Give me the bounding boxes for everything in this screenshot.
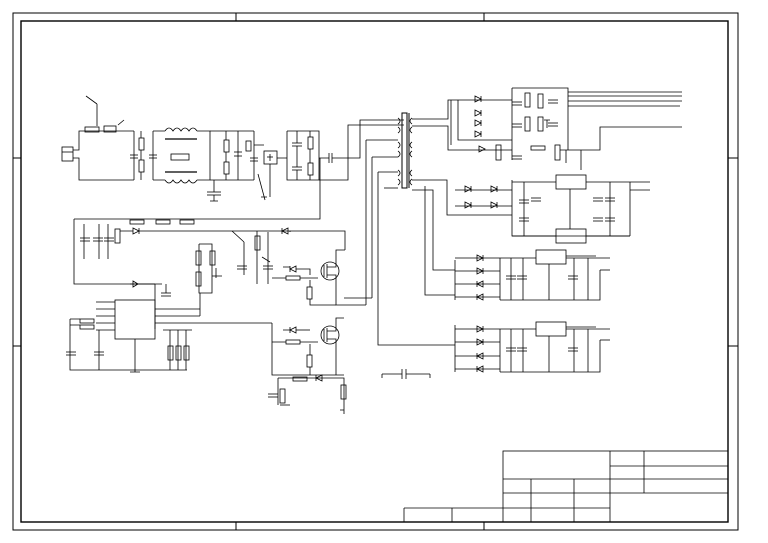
pwm-controller-ic [114,299,156,340]
transformer [344,112,418,346]
mosfet [320,325,340,345]
voltage-regulator [555,174,587,190]
fuse [84,126,100,133]
snubber-section [268,374,347,414]
output-3 [412,186,610,301]
ac-input-section [61,95,258,202]
mosfet-2 [271,317,344,376]
bridge-section [254,119,404,201]
mosfet-1 [272,249,345,306]
thermistor [103,125,117,133]
standalone-capacitor [381,369,431,379]
control-section [66,158,346,373]
voltage-regulator [535,249,567,265]
common-mode-choke [164,127,198,184]
mosfet [320,261,340,281]
bridge-rectifier [263,150,278,165]
outer-border [12,12,739,531]
ac-input-connector [61,146,74,162]
output-2 [412,174,650,244]
voltage-regulator [535,321,567,337]
inner-border [20,20,729,523]
title-block [403,450,729,523]
zone-ticks [13,13,738,530]
output-4 [418,321,610,373]
bulk-capacitor [307,136,314,150]
output-1 [412,87,682,170]
